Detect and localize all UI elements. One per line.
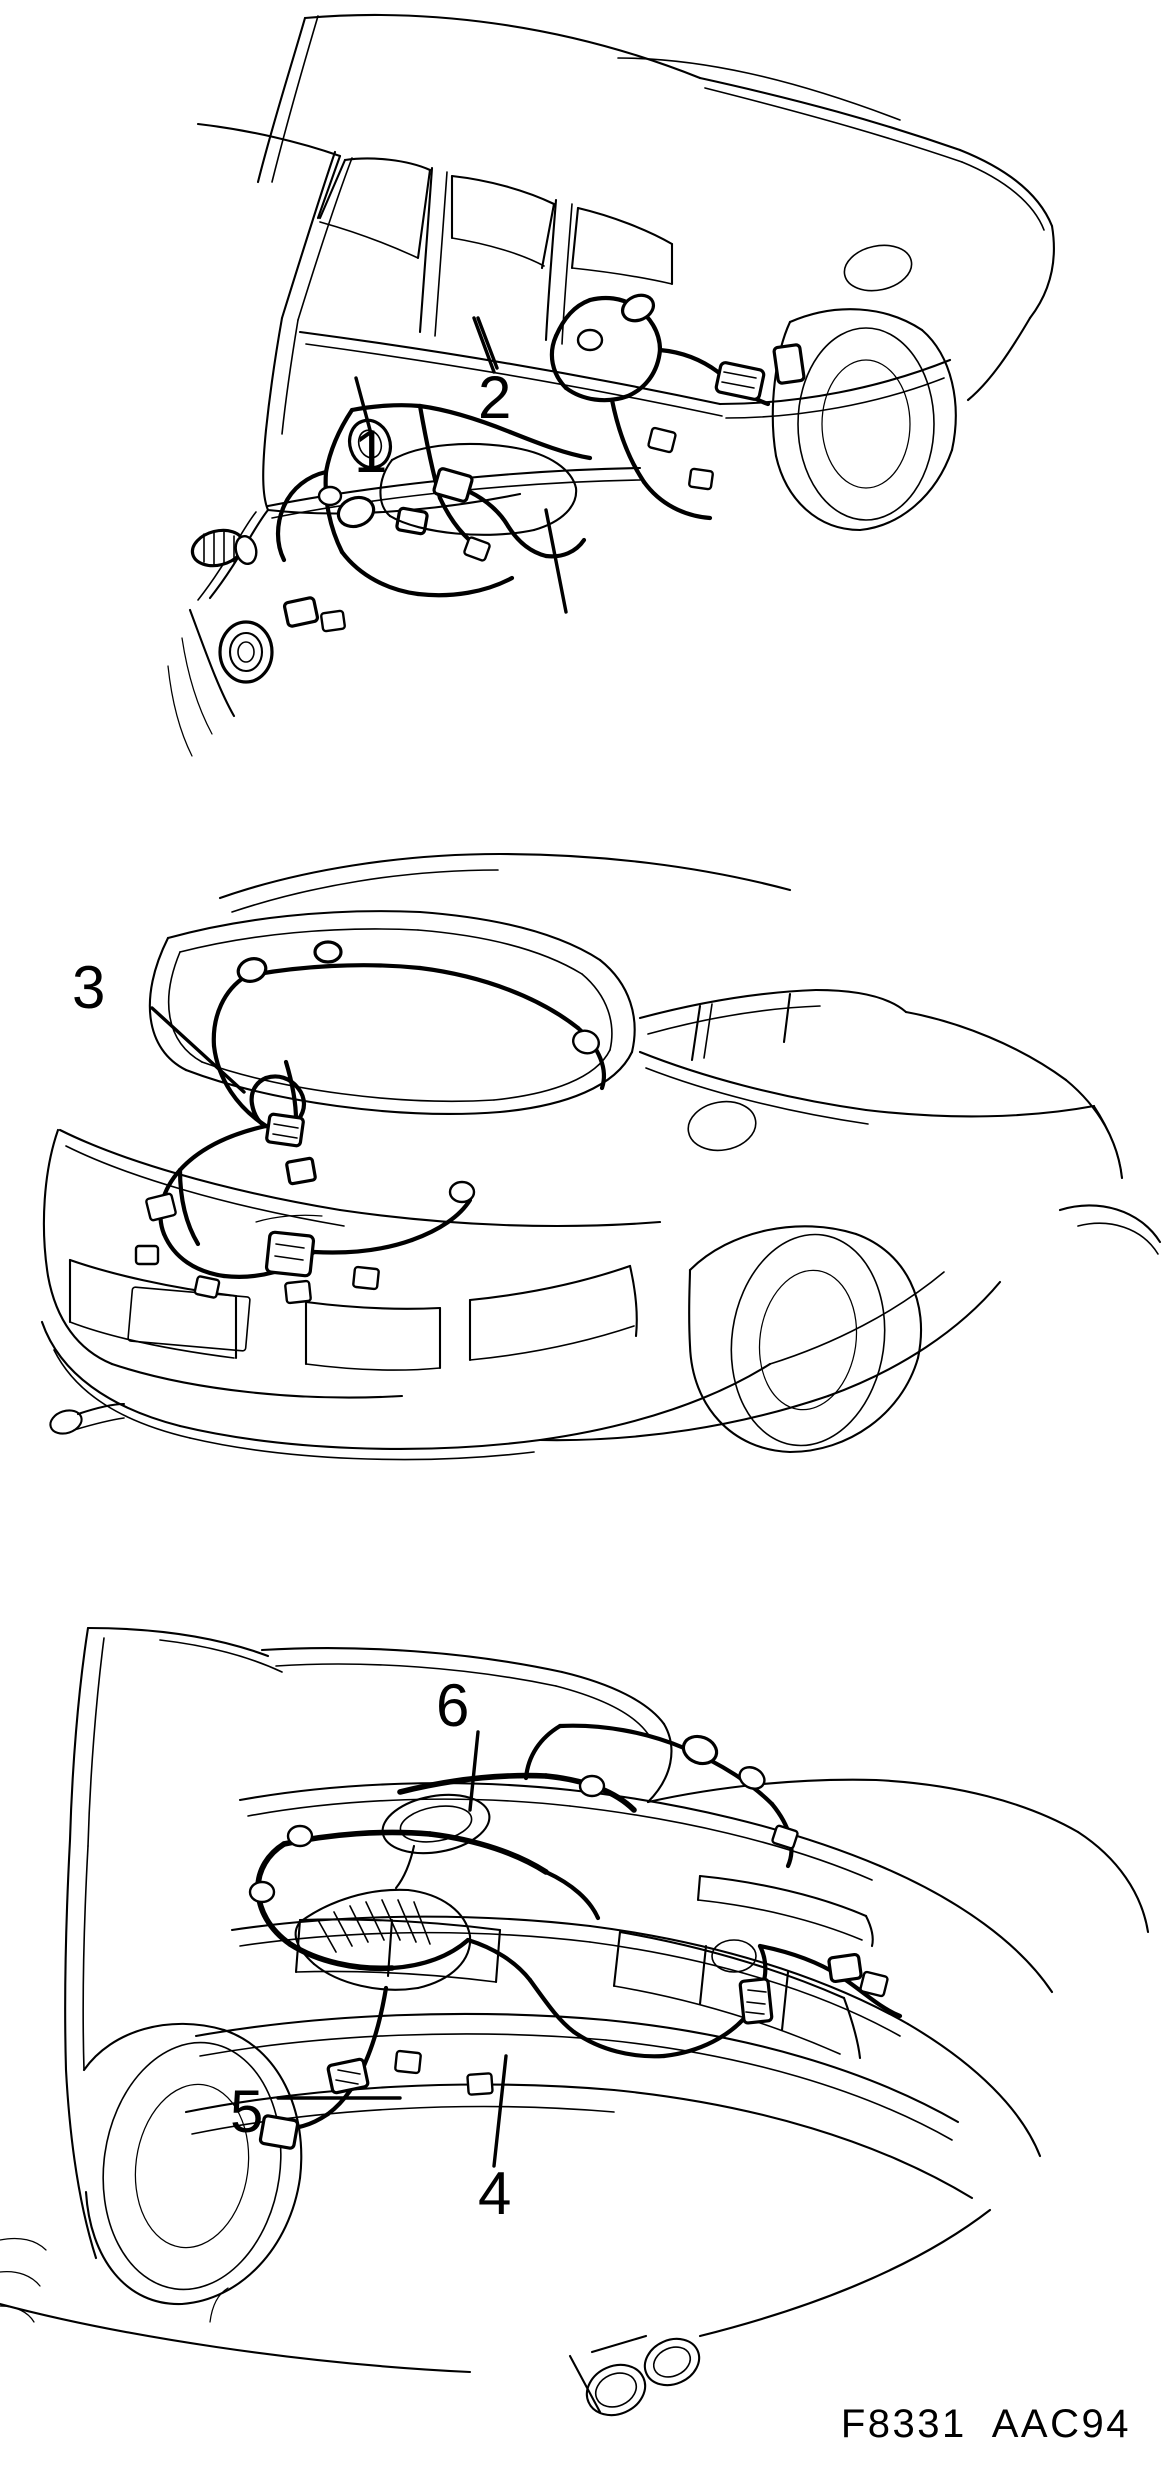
figure-3-rear-harness: 4 5 6 — [0, 1600, 1169, 2430]
callout-1: 1 — [354, 418, 568, 614]
figure-reference-caption: F8331 AAC94 — [840, 2402, 1131, 2446]
figure-3-artwork: 4 5 6 — [0, 1626, 1150, 2417]
callout-2: 2 — [472, 316, 511, 431]
figure-2-tailgate-harness: 3 — [0, 830, 1169, 1630]
callout-3-number: 3 — [72, 954, 105, 1021]
callout-6-number: 6 — [436, 1672, 469, 1739]
callout-5-number: 5 — [230, 2078, 263, 2145]
figure-2-artwork: 3 — [40, 852, 1162, 1461]
callout-6: 6 — [436, 1672, 480, 1812]
callout-5: 5 — [230, 2078, 402, 2145]
callout-3: 3 — [72, 954, 246, 1094]
figure-1-artwork: 1 2 — [167, 13, 1055, 757]
callout-1-number: 1 — [354, 418, 387, 485]
figure-1-side-harness: 1 2 — [0, 0, 1169, 830]
callout-4: 4 — [478, 2054, 511, 2227]
callout-2-number: 2 — [478, 364, 511, 431]
callout-4-number: 4 — [478, 2160, 511, 2227]
caption-area: F8331 AAC94 — [0, 2380, 1169, 2485]
